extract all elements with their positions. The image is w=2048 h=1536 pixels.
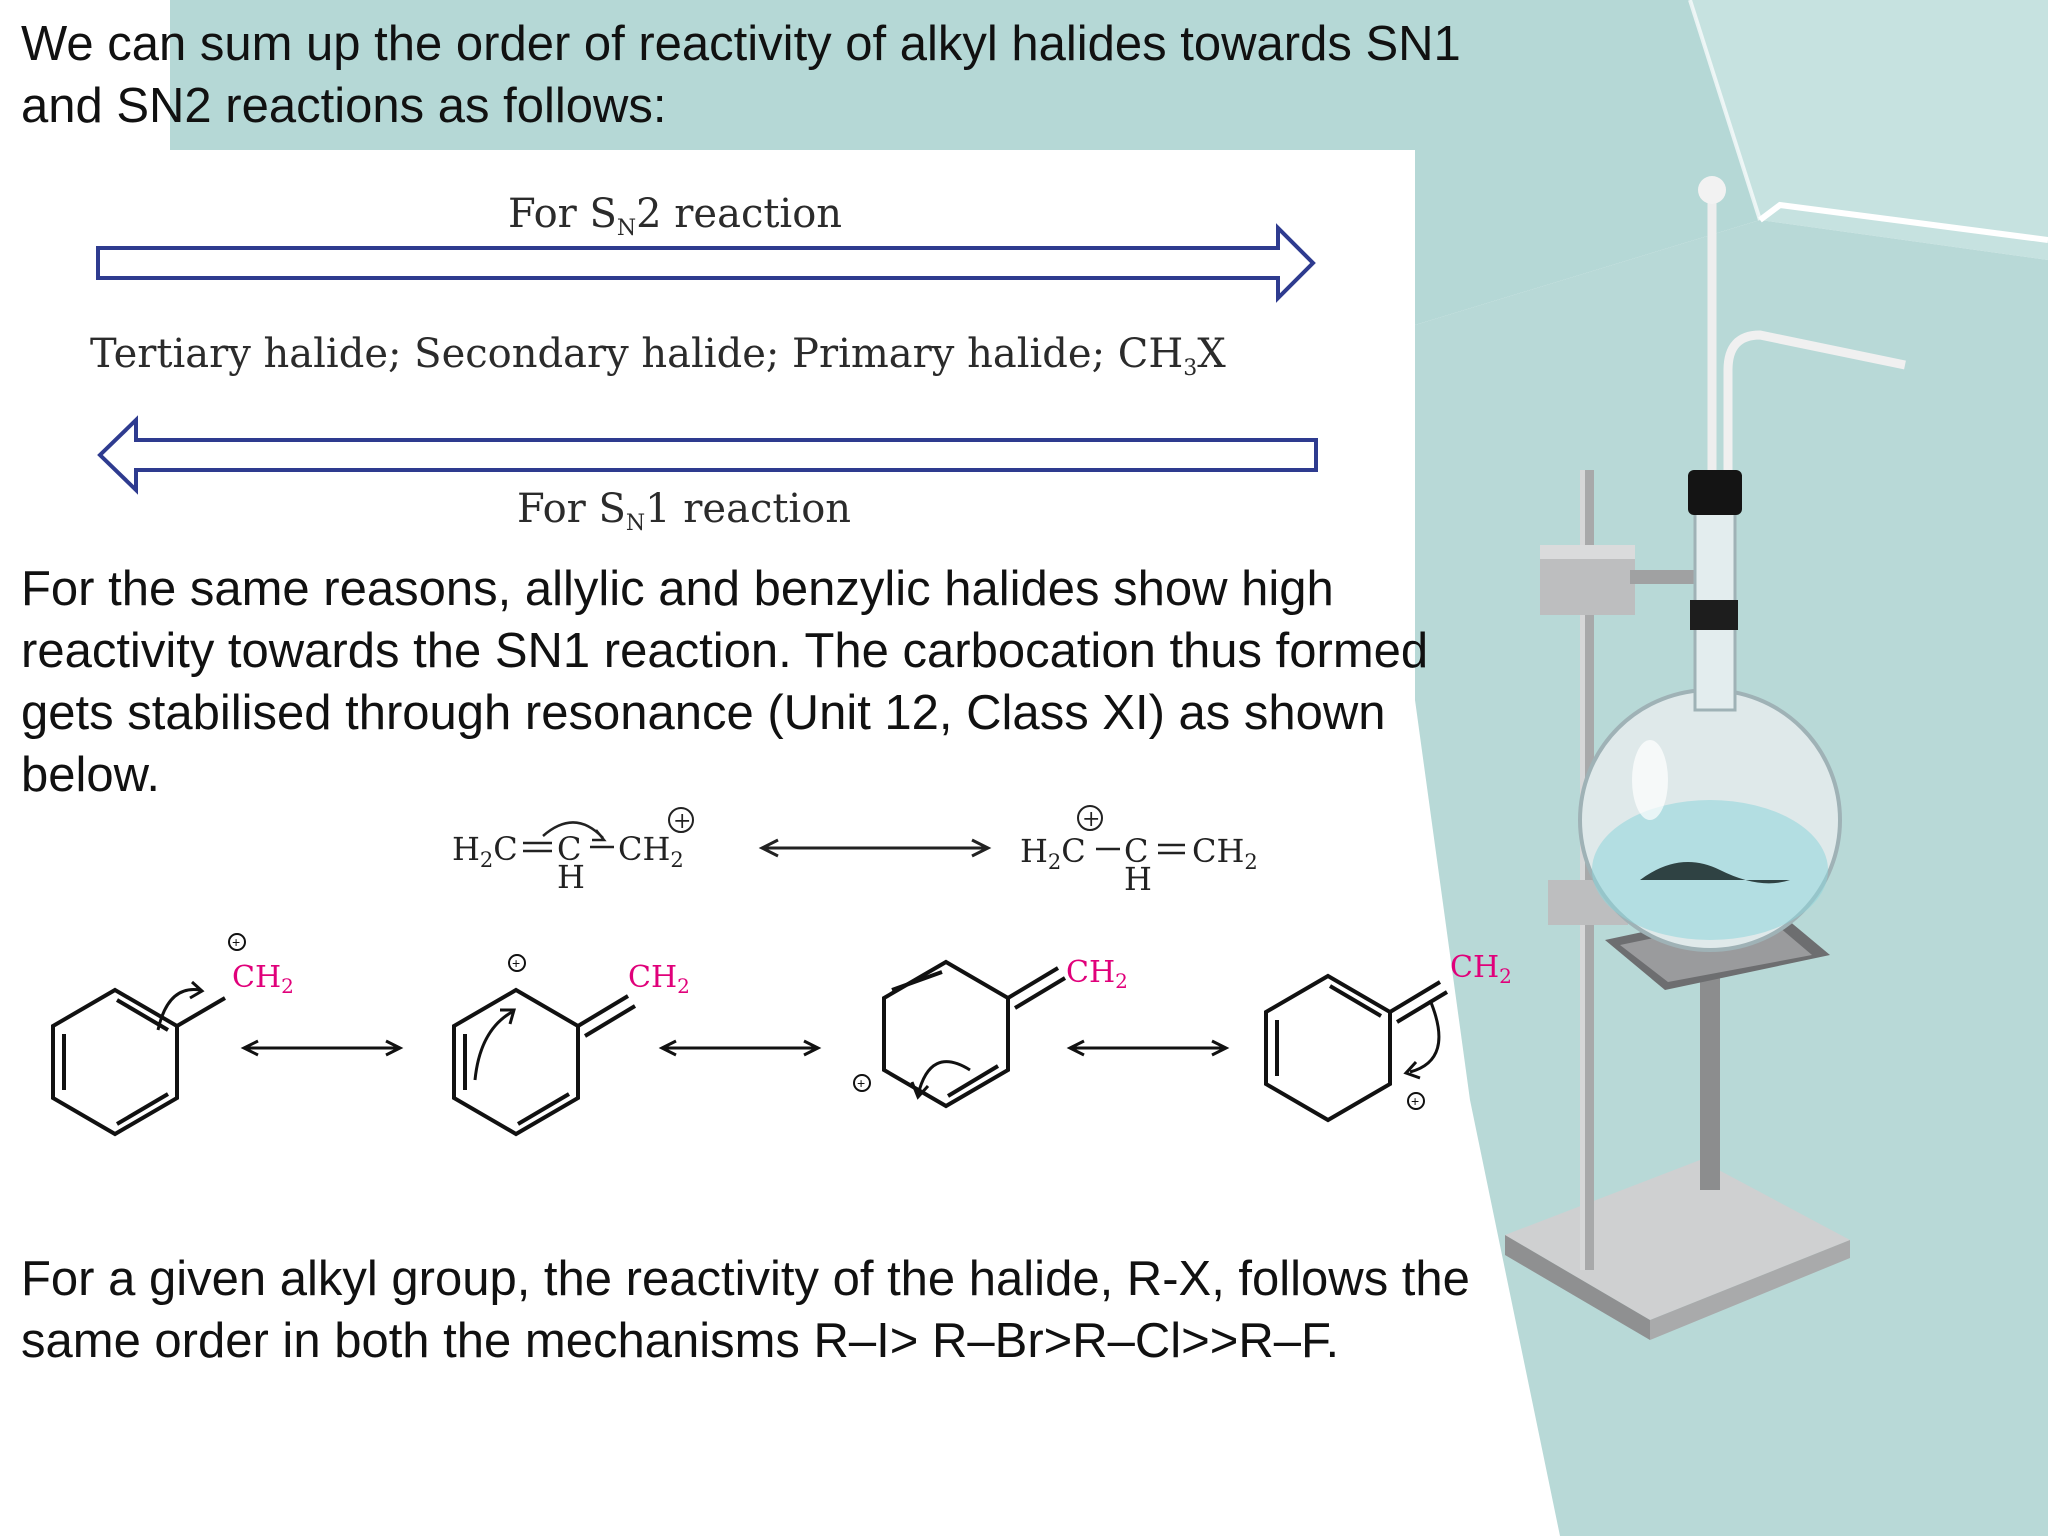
intro-paragraph: We can sum up the order of reactivity of… xyxy=(21,17,1461,133)
teal-panel-top xyxy=(170,0,1760,325)
halide-order-paragraph: For a given alkyl group, the reactivity … xyxy=(21,1252,1470,1368)
teal-panel-right xyxy=(1690,0,2048,260)
lab-apparatus-illustration xyxy=(1505,176,1906,1340)
resonance-paragraph: For the same reasons, allylic and benzyl… xyxy=(21,562,1429,802)
diagram-panel xyxy=(0,152,1415,542)
